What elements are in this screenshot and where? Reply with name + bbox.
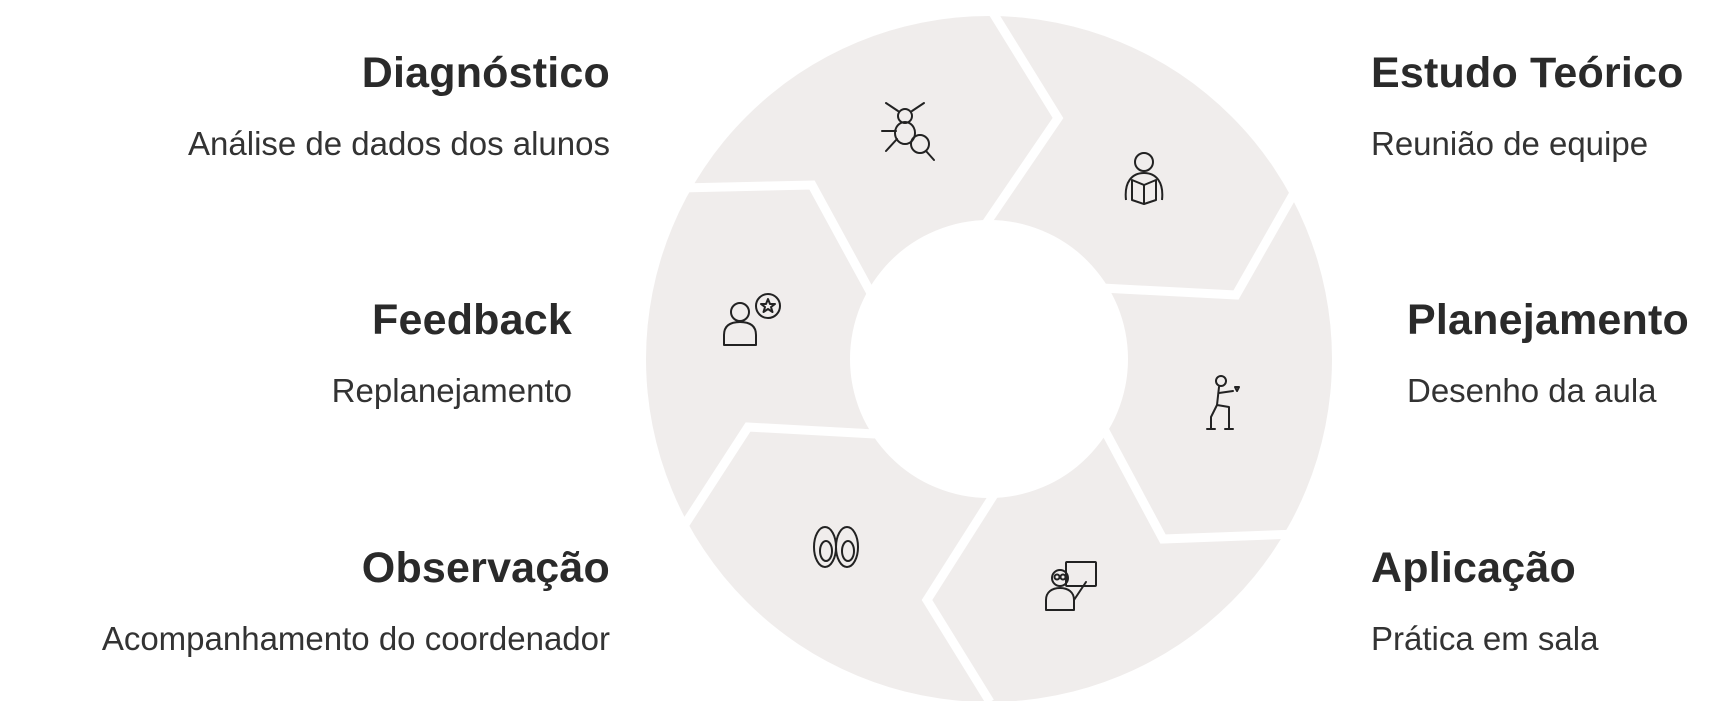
stage-title: Planejamento xyxy=(1407,296,1689,344)
divider-lower-left xyxy=(676,422,876,535)
user-star-feedback-icon xyxy=(723,293,781,346)
stage-subtitle: Desenho da aula xyxy=(1407,372,1657,409)
bug-search-icon xyxy=(881,102,935,161)
segment-dividers xyxy=(676,5,1302,701)
stage-estudo-teorico: Estudo Teórico Reunião de equipe xyxy=(1371,48,1701,164)
stage-title: Diagnóstico xyxy=(361,49,610,97)
kneeling-person-icon xyxy=(1206,375,1240,430)
stage-title: Observação xyxy=(361,544,610,592)
divider-upper-right xyxy=(1101,183,1302,300)
stage-feedback: Feedback Replanejamento xyxy=(0,295,572,411)
ring-hole xyxy=(850,220,1128,498)
stage-title: Feedback xyxy=(372,296,572,344)
stage-diagnostico: Diagnóstico Análise de dados dos alunos xyxy=(10,48,610,164)
stage-subtitle: Reunião de equipe xyxy=(1371,125,1649,162)
eyes-icon xyxy=(813,526,859,568)
stage-subtitle: Acompanhamento do coordenador xyxy=(101,620,610,657)
divider-upper-left xyxy=(679,180,876,298)
stage-planejamento: Planejamento Desenho da aula xyxy=(1407,295,1707,411)
stage-observacao: Observação Acompanhamento do coordenador xyxy=(10,543,610,659)
stage-subtitle: Análise de dados dos alunos xyxy=(188,125,610,162)
stage-subtitle: Replanejamento xyxy=(331,372,572,409)
stage-aplicacao: Aplicação Prática em sala xyxy=(1371,543,1701,659)
stage-subtitle: Prática em sala xyxy=(1371,620,1599,657)
divider-top xyxy=(979,5,1064,231)
teacher-board-icon xyxy=(1045,561,1097,611)
stage-title: Estudo Teórico xyxy=(1371,49,1684,97)
divider-bottom xyxy=(921,490,999,701)
person-reading-icon xyxy=(1124,152,1164,205)
divider-lower-right xyxy=(1100,426,1299,544)
stage-title: Aplicação xyxy=(1371,544,1576,592)
